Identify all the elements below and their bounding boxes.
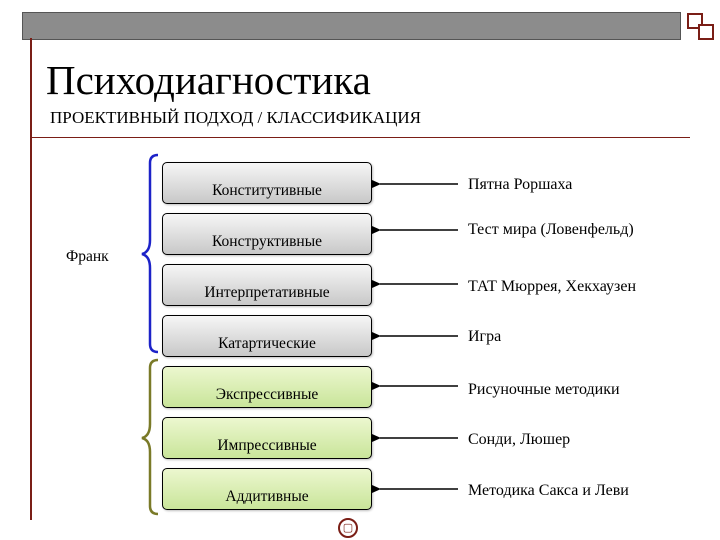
category-box: Интерпретативные xyxy=(162,264,372,306)
category-box: Катартические xyxy=(162,315,372,357)
category-box: Экспрессивные xyxy=(162,366,372,408)
category-box: Конститутивные xyxy=(162,162,372,204)
frank-label: Франк xyxy=(66,248,109,265)
logo-icon: ▢ xyxy=(338,518,358,538)
corner-square-icon xyxy=(698,24,714,40)
method-text: Тест мира (Ловенфельд) xyxy=(468,221,634,238)
category-box: Импрессивные xyxy=(162,417,372,459)
category-box: Конструктивные xyxy=(162,213,372,255)
brace-olive xyxy=(141,358,159,516)
method-text: Игра xyxy=(468,328,502,345)
method-text: Рисуночные методики xyxy=(468,381,620,398)
top-bar xyxy=(22,12,681,40)
slide-title: Психодиагностика xyxy=(46,57,371,103)
method-text: Методика Сакса и Леви xyxy=(468,482,629,499)
method-text: Пятна Роршаха xyxy=(468,176,573,193)
slide-subtitle: ПРОЕКТИВНЫЙ ПОДХОД / КЛАССИФИКАЦИЯ xyxy=(50,108,422,127)
category-box: Аддитивные xyxy=(162,468,372,510)
title-divider xyxy=(30,137,690,138)
brace-blue xyxy=(141,153,159,354)
left-rule xyxy=(30,38,32,520)
method-text: ТАТ Мюррея, Хекхаузен xyxy=(468,278,637,295)
method-text: Сонди, Люшер xyxy=(468,431,571,448)
